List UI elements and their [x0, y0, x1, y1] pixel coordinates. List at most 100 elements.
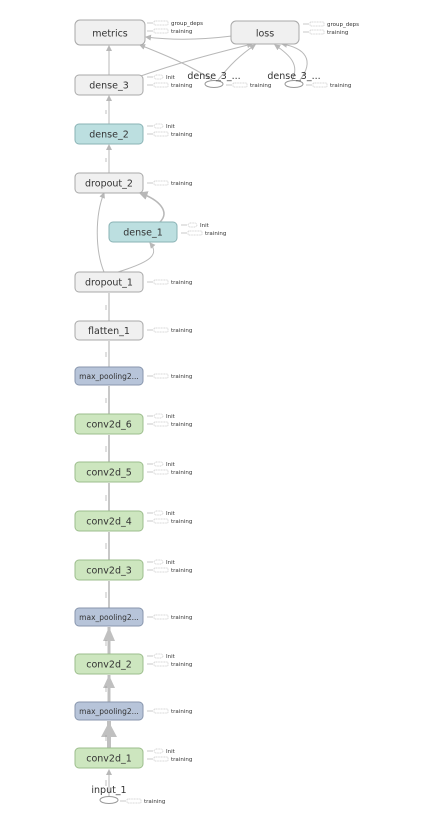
aux-label-init: Init — [166, 749, 176, 755]
aux-stub — [153, 279, 169, 285]
aux-label-init: Init — [166, 124, 176, 130]
node-max-pooling2d-1[interactable]: max_pooling2... — [74, 701, 144, 721]
node-label: max_pooling2... — [79, 372, 139, 381]
node-label: conv2d_6 — [86, 420, 132, 431]
aux-label-group-deps: group_deps — [171, 21, 203, 27]
node-label: dense_3 — [89, 81, 128, 92]
aux-stub — [153, 559, 164, 565]
aux-stub — [187, 222, 198, 228]
node-conv2d-4[interactable]: conv2d_4 — [74, 510, 144, 532]
edge-dropout1-dropout2 — [96, 192, 105, 273]
aux-label-training: training — [171, 519, 192, 525]
node-metrics[interactable]: metrics — [74, 19, 146, 46]
edge-pool1-conv2d2-head — [103, 675, 115, 688]
node-label: dense_2 — [89, 130, 128, 141]
aux-stub — [153, 20, 169, 26]
aux-label-training: training — [144, 799, 165, 805]
edge-dense3-loss — [134, 42, 253, 79]
aux-stub — [153, 567, 169, 573]
aux-stub — [153, 413, 164, 419]
aux-label-training: training — [250, 83, 271, 89]
aux-label-training: training — [205, 231, 226, 237]
node-max-pooling2d-3[interactable]: max_pooling2... — [74, 366, 144, 386]
node-label: metrics — [92, 29, 128, 40]
aux-label-training: training — [171, 132, 192, 138]
node-label: conv2d_5 — [86, 468, 132, 479]
node-dense-1[interactable]: dense_1 — [108, 221, 178, 243]
node-label: dense_1 — [123, 228, 162, 239]
edge-dropout1-dense1 — [117, 242, 156, 273]
aux-stub — [309, 29, 325, 35]
node-flatten-1[interactable]: flatten_1 — [74, 320, 144, 341]
aux-stub — [153, 82, 169, 88]
aux-label-init: Init — [166, 560, 176, 566]
node-conv2d-3[interactable]: conv2d_3 — [74, 559, 144, 581]
node-dropout-1[interactable]: dropout_1 — [74, 271, 144, 293]
aux-stub — [126, 798, 142, 804]
aux-stub — [153, 327, 169, 333]
aux-label-training: training — [171, 181, 192, 187]
aux-label-training: training — [171, 374, 192, 380]
node-label: dropout_2 — [85, 179, 133, 190]
aux-label-group-deps: group_deps — [327, 22, 359, 28]
node-label: max_pooling2... — [79, 613, 139, 622]
edge-conv2d1-pool1-head — [101, 722, 117, 737]
aux-stub — [187, 230, 203, 236]
node-conv2d-5[interactable]: conv2d_5 — [74, 461, 144, 483]
aux-stub — [153, 461, 164, 467]
aux-label-training: training — [171, 280, 192, 286]
node-label: dropout_1 — [85, 278, 133, 289]
aux-label-training: training — [171, 29, 192, 35]
aux-label-init: Init — [166, 511, 176, 517]
edge-dense3b-loss — [274, 44, 296, 81]
node-dropout-2[interactable]: dropout_2 — [74, 172, 144, 194]
node-dense-3-b[interactable]: dense_3_... — [267, 71, 321, 88]
aux-label-init: Init — [166, 462, 176, 468]
aux-label-init: Init — [166, 75, 176, 81]
aux-label-training: training — [327, 30, 348, 36]
node-dense-3[interactable]: dense_3 — [74, 74, 144, 96]
aux-stub — [153, 708, 169, 714]
node-max-pooling2d-2[interactable]: max_pooling2... — [74, 607, 144, 627]
auxiliary-inputs: group_depstraininggroup_depstrainingInit… — [120, 20, 359, 805]
aux-stub — [153, 421, 169, 427]
node-dense-2[interactable]: dense_2 — [74, 123, 144, 145]
node-conv2d-1[interactable]: conv2d_1 — [74, 747, 144, 769]
edge-dense1-dropout2 — [138, 191, 165, 223]
aux-stub — [153, 756, 169, 762]
aux-stub — [309, 21, 325, 27]
aux-stub — [153, 614, 169, 620]
node-label: dense_3_... — [267, 71, 320, 82]
aux-stub — [153, 74, 164, 80]
aux-label-training: training — [171, 422, 192, 428]
node-conv2d-6[interactable]: conv2d_6 — [74, 413, 144, 435]
aux-label-training: training — [171, 757, 192, 763]
node-label: max_pooling2... — [79, 707, 139, 716]
node-input-1[interactable]: input_1 — [91, 785, 127, 804]
node-dense-3-a[interactable]: dense_3_... — [187, 71, 241, 88]
aux-label-training: training — [171, 662, 192, 668]
aux-stub — [153, 653, 164, 659]
edge-dense3a-loss — [217, 44, 256, 81]
aux-label-training: training — [171, 568, 192, 574]
aux-stub — [153, 518, 169, 524]
edge-conv2d2-pool2-head — [103, 627, 115, 641]
aux-label-training: training — [171, 83, 192, 89]
node-loss[interactable]: loss — [230, 20, 300, 45]
graph-edges — [96, 34, 308, 797]
edge-loss-metrics — [145, 34, 233, 41]
aux-stub — [153, 469, 169, 475]
aux-label-training: training — [171, 328, 192, 334]
aux-stub — [153, 661, 169, 667]
aux-label-training: training — [171, 709, 192, 715]
aux-label-init: Init — [200, 223, 210, 229]
node-label: input_1 — [91, 785, 126, 796]
node-conv2d-2[interactable]: conv2d_2 — [74, 653, 144, 675]
aux-label-training: training — [171, 470, 192, 476]
aux-stub — [153, 373, 169, 379]
aux-stub — [153, 28, 169, 34]
aux-stub — [153, 123, 164, 129]
node-label: loss — [256, 29, 274, 40]
aux-label-training: training — [171, 615, 192, 621]
node-label: conv2d_4 — [86, 517, 132, 528]
